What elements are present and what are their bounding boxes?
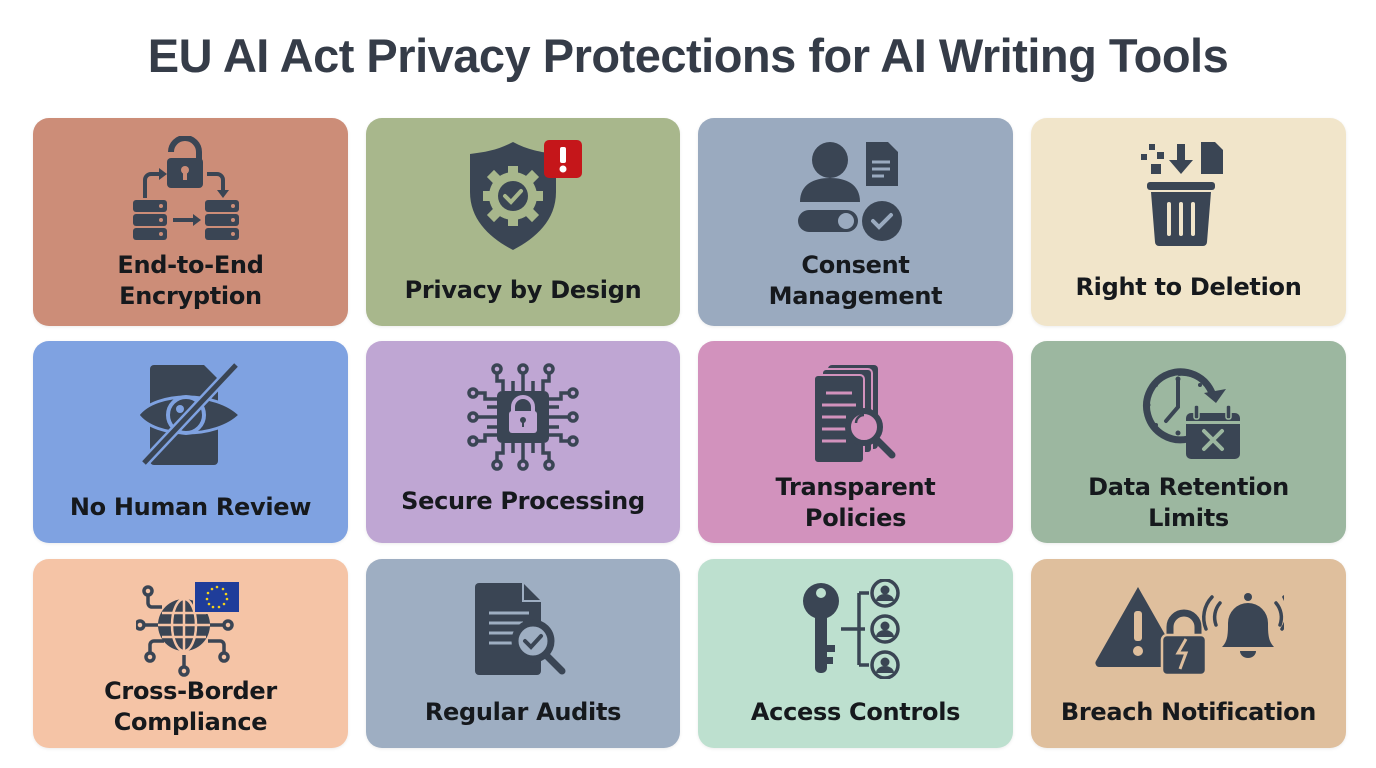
card-label-line1: Consent: [801, 251, 910, 279]
card-data-retention-limits: Data Retention Limits: [1031, 341, 1346, 543]
card-label-line2: Compliance: [113, 708, 268, 736]
clock-calendar-x-icon: [1134, 363, 1244, 463]
user-document-toggle-check-icon: [796, 138, 916, 248]
card-end-to-end-encryption: End-to-End Encryption: [33, 118, 348, 326]
encryption-lock-servers-icon: [131, 136, 251, 246]
document-audit-check-icon: [473, 579, 573, 679]
shield-gear-check-alert-icon: [458, 136, 588, 256]
card-access-controls: Access Controls: [698, 559, 1013, 748]
eye-slash-document-icon: [135, 361, 246, 471]
card-label-line1: Secure Processing: [401, 487, 645, 515]
card-label-line1: Access Controls: [750, 698, 961, 726]
card-label-line1: End-to-End: [117, 251, 264, 279]
warning-broken-lock-bell-icon: [1094, 583, 1284, 678]
trash-delete-icon: [1139, 140, 1239, 250]
card-label-line2: Policies: [804, 504, 907, 532]
card-regular-audits: Regular Audits: [366, 559, 680, 748]
chip-lock-icon: [467, 361, 579, 473]
card-cross-border-compliance: Cross-Border Compliance: [33, 559, 348, 748]
card-label-line2: Management: [768, 282, 943, 310]
card-label-line1: Data Retention: [1088, 473, 1289, 501]
card-secure-processing: Secure Processing: [366, 341, 680, 543]
card-privacy-by-design: Privacy by Design: [366, 118, 680, 326]
key-users-icon: [801, 579, 911, 679]
page-title: EU AI Act Privacy Protections for AI Wri…: [147, 29, 1229, 82]
card-label-line1: Breach Notification: [1060, 698, 1317, 726]
card-right-to-deletion: Right to Deletion: [1031, 118, 1346, 326]
card-label-line1: Transparent: [775, 473, 936, 501]
card-no-human-review: No Human Review: [33, 341, 348, 543]
card-label-line2: Encryption: [119, 282, 262, 310]
globe-network-eu-flag-icon: [135, 579, 246, 679]
card-label-line1: No Human Review: [69, 493, 312, 521]
card-label-line2: Limits: [1148, 504, 1229, 532]
documents-magnifier-icon: [806, 365, 906, 465]
card-consent-management: Consent Management: [698, 118, 1013, 326]
card-breach-notification: Breach Notification: [1031, 559, 1346, 748]
card-label-line1: Regular Audits: [424, 698, 622, 726]
card-label-line1: Right to Deletion: [1075, 273, 1302, 301]
card-transparent-policies: Transparent Policies: [698, 341, 1013, 543]
card-label-line1: Cross-Border: [104, 677, 277, 705]
card-label-line1: Privacy by Design: [404, 276, 642, 304]
